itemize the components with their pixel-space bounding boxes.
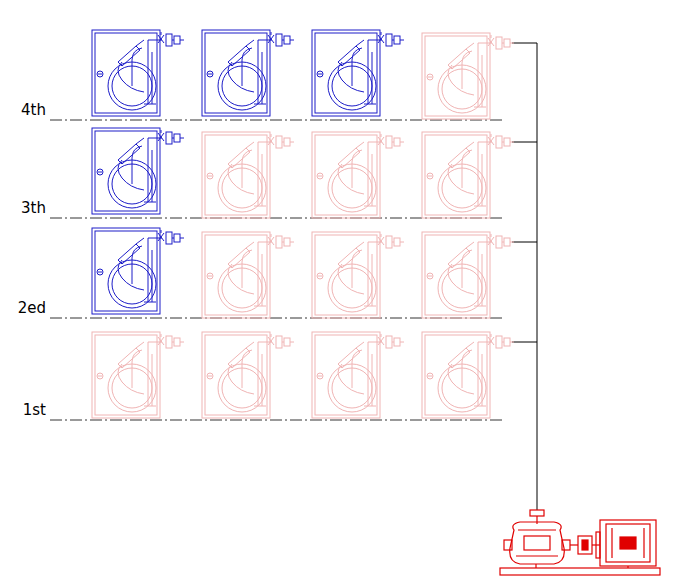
floor-label: 1st [23,403,46,418]
floor-label: 4th [21,103,46,118]
floor-label: 3th [21,201,46,216]
riser-pipe [512,43,537,510]
fire-pump [500,510,660,575]
floor-label: 2ed [18,301,46,316]
hose-cabinets [92,30,514,418]
floor-lines [50,120,502,420]
